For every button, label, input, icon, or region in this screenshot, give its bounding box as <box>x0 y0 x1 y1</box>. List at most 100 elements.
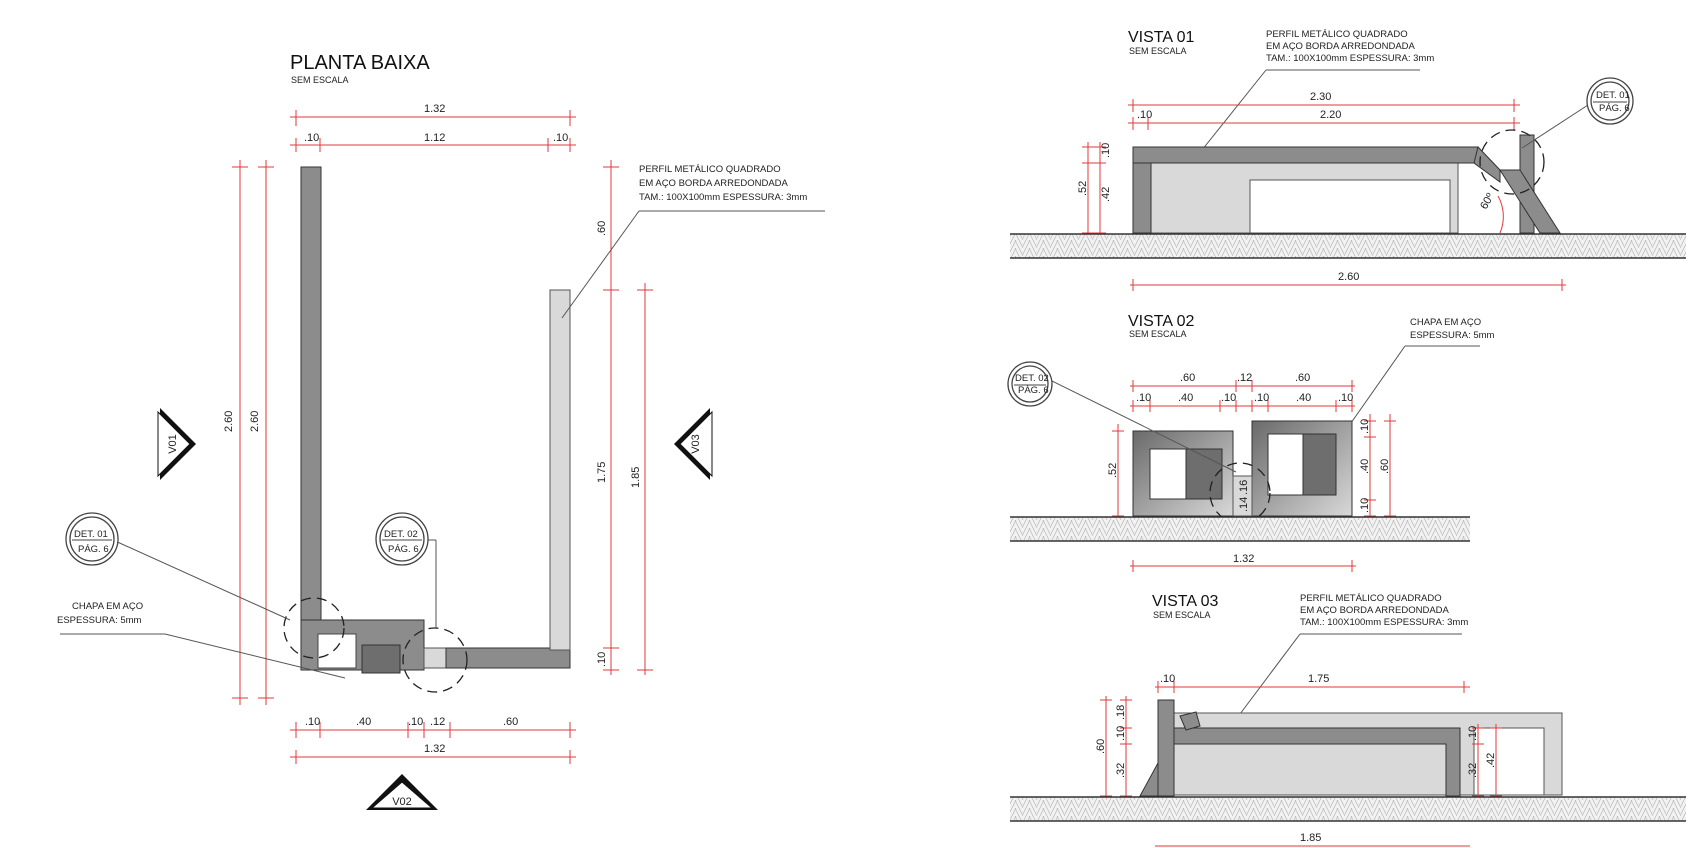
vista02-dim-sub-6: .10 <box>1338 392 1353 404</box>
vista02-connector <box>1232 475 1253 517</box>
vista02-left-opening <box>1149 448 1187 500</box>
vista02-det-line1: DET. 02 <box>1015 373 1049 384</box>
plan-steel-plate <box>361 644 401 674</box>
vista01-note-line3: TAM.: 100X100mm ESPESSURA: 3mm <box>1266 53 1434 64</box>
plan-profile-note-line1: PERFIL METÁLICO QUADRADO <box>639 164 781 175</box>
plan-det02-bubble: DET. 02 PÁG. 6 <box>375 512 437 628</box>
plan-det01-callout-circle <box>283 597 345 659</box>
vista01-bend <box>1473 145 1501 183</box>
vista02-dim-sub-5: .40 <box>1296 392 1311 404</box>
vista01-angle: 60º <box>1478 191 1497 211</box>
plan-bottom-beam <box>445 647 571 669</box>
plan-dim-right-outer: 1.85 <box>630 467 642 488</box>
vista03-note-line2: EM AÇO BORDA ARREDONDADA <box>1300 605 1450 616</box>
plan-plate-note-line2: ESPESSURA: 5mm <box>57 615 142 626</box>
vista-02: VISTA 02 SEM ESCALA CHAPA EM AÇO ESPESSU… <box>1007 313 1495 572</box>
plan-view: PLANTA BAIXA SEM ESCALA 1.32 .10 1.12 .1… <box>57 52 825 810</box>
plan-dim-right-bottom: .10 <box>596 652 608 667</box>
vista01-title: VISTA 01 <box>1128 29 1195 46</box>
vista02-dim-bottom: 1.32 <box>1233 553 1254 565</box>
plan-dim-bottom-4: .12 <box>430 716 445 728</box>
vista03-dim-r-42: .42 <box>1485 753 1497 768</box>
view-marker-v03: V03 <box>674 408 713 480</box>
vista01-back-opening <box>1249 179 1451 234</box>
vista02-dim-top-b: .60 <box>1295 372 1310 384</box>
vista02-title: VISTA 02 <box>1128 313 1195 330</box>
vista01-note-line1: PERFIL METÁLICO QUADRADO <box>1266 29 1408 40</box>
view-marker-v01-label: V01 <box>167 434 179 454</box>
vista03-note-line1: PERFIL METÁLICO QUADRADO <box>1300 593 1442 604</box>
vista01-dim-top-inner: 2.20 <box>1320 109 1341 121</box>
vista02-dim-h-small-a: .16 <box>1238 480 1250 495</box>
view-marker-v01: V01 <box>157 408 196 480</box>
plan-dim-top-right: .10 <box>553 132 568 144</box>
vista01-dim-h-inner: .42 <box>1100 187 1112 202</box>
plan-dim-bottom-2: .40 <box>356 716 371 728</box>
view-marker-v02: V02 <box>366 774 438 810</box>
vista01-det-line1: DET. 01 <box>1596 90 1630 101</box>
vista03-title: VISTA 03 <box>1152 593 1219 610</box>
vista01-brace <box>1499 169 1561 234</box>
vista02-dim-h-small-b: .14 <box>1238 497 1250 512</box>
vista02-right-plate <box>1302 433 1337 496</box>
vista03-dim-bottom: 1.85 <box>1300 832 1321 844</box>
plan-connector <box>423 647 447 669</box>
plan-dim-top-mid: 1.12 <box>424 132 445 144</box>
vista02-right-opening <box>1267 433 1304 496</box>
vista01-dim-h-total: .52 <box>1077 181 1089 196</box>
plan-dim-top-left: .10 <box>304 132 319 144</box>
vista03-note-line3: TAM.: 100X100mm ESPESSURA: 3mm <box>1300 617 1468 628</box>
plan-det01-line1: DET. 01 <box>74 529 108 540</box>
vista02-note-line1: CHAPA EM AÇO <box>1410 317 1481 328</box>
vista03-bend <box>1179 711 1201 731</box>
vista02-det-circle <box>1209 462 1271 524</box>
vista01-dim-bottom: 2.60 <box>1338 271 1359 283</box>
vista02-det-line2: PÁG. 6 <box>1018 385 1049 396</box>
plan-det02-callout-circle <box>402 627 468 693</box>
vista03-subtitle: SEM ESCALA <box>1153 610 1211 620</box>
plan-plate-note: CHAPA EM AÇO ESPESSURA: 5mm <box>57 601 346 679</box>
vista02-note-line2: ESPESSURA: 5mm <box>1410 330 1495 341</box>
vista03-dim-top-main: 1.75 <box>1308 673 1329 685</box>
plan-left-dimensions: 2.60 2.60 <box>223 160 274 705</box>
vista03-ground <box>1010 797 1686 821</box>
vista02-dim-sub-1: .10 <box>1136 392 1151 404</box>
plan-right-post <box>549 289 571 651</box>
vista03-dim-h-60: .60 <box>1095 739 1107 754</box>
vista02-dim-sub-4: .10 <box>1254 392 1269 404</box>
plan-bottom-dimensions: .10 .40 .10 .12 .60 1.32 <box>290 716 576 764</box>
vista02-dim-r-mid: .40 <box>1359 459 1371 474</box>
plan-dim-right-mid: 1.75 <box>596 462 608 483</box>
plan-dim-bottom-5: .60 <box>503 716 518 728</box>
vista02-dim-r-bottom: .10 <box>1359 498 1371 513</box>
plan-left-post <box>300 166 322 668</box>
vista03-dim-h-10: .10 <box>1115 726 1127 741</box>
plan-profile-note: PERFIL METÁLICO QUADRADO EM AÇO BORDA AR… <box>561 164 825 319</box>
view-marker-v03-label: V03 <box>690 434 702 454</box>
vista02-dim-sub-2: .40 <box>1178 392 1193 404</box>
plan-base-opening <box>317 633 357 669</box>
plan-det02-line1: DET. 02 <box>384 529 418 540</box>
vista03-dim-r-10: .10 <box>1467 726 1479 741</box>
vista02-dim-top-gap: .12 <box>1237 372 1252 384</box>
vista01-subtitle: SEM ESCALA <box>1129 46 1187 56</box>
vista03-dim-h-18: .18 <box>1115 705 1127 720</box>
plan-dim-top-total: 1.32 <box>424 103 445 115</box>
vista01-det-line2: PÁG. 6 <box>1599 103 1630 114</box>
vista02-dim-sub-3: .10 <box>1221 392 1236 404</box>
plan-top-dimensions: 1.32 .10 1.12 .10 <box>290 103 576 152</box>
vista01-det-bubble: DET. 01 PÁG. 6 <box>1521 77 1634 149</box>
plan-det01-line2: PÁG. 6 <box>78 544 109 555</box>
vista03-dim-top-left: .10 <box>1160 673 1175 685</box>
vista03-dim-h-32: .32 <box>1115 763 1127 778</box>
vista01-top-beam <box>1132 146 1479 164</box>
vista03-back-opening <box>1473 727 1545 796</box>
plan-profile-note-line3: TAM.: 100X100mm ESPESSURA: 3mm <box>639 192 807 203</box>
vista02-dim-top-a: .60 <box>1180 372 1195 384</box>
plan-title: PLANTA BAIXA <box>290 52 430 74</box>
vista02-dim-h-total: .52 <box>1107 463 1119 478</box>
plan-dim-left-a: 2.60 <box>223 411 235 432</box>
plan-dim-bottom-3: .10 <box>408 716 423 728</box>
vista02-det-bubble: DET. 02 PÁG. 6 <box>1007 361 1237 473</box>
